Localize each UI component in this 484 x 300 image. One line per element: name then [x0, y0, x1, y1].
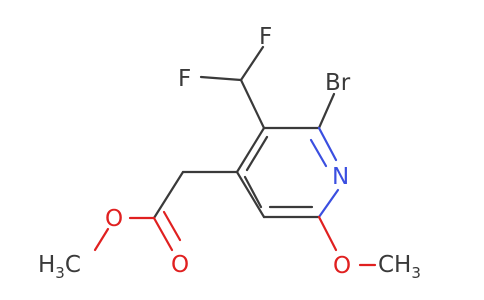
atom-ch3-right-sub: 3 — [411, 264, 421, 282]
bond-c5-c4-inner — [243, 175, 263, 209]
bond-chf2-ring — [239, 78, 266, 130]
bond-carbonyl-o-double — [162, 210, 182, 242]
atom-o-ester: O — [105, 206, 123, 232]
atom-ch3-left: H3C — [38, 252, 81, 282]
bond-c2-n-double — [309, 138, 328, 168]
atom-f-left: F — [178, 66, 191, 92]
atom-o-methoxy: O — [333, 253, 351, 279]
bond-group — [93, 45, 377, 267]
atom-ch3-left-h: H — [38, 252, 55, 278]
bond-c2-br — [317, 92, 336, 130]
atom-f-top: F — [259, 24, 272, 50]
atom-n: N — [332, 164, 349, 190]
atom-labels: F F Br N O O O H3C CH3 — [38, 24, 421, 282]
bond-n-c6 — [317, 188, 340, 219]
atom-o-carbonyl: O — [171, 252, 189, 278]
bond-o-ester-ch3 — [93, 227, 110, 252]
bond-c2-n — [317, 126, 338, 162]
atom-ch3-left-c: C — [65, 252, 81, 278]
bond-chf2-f-left — [199, 75, 243, 82]
bond-chf2-f-top — [239, 45, 265, 82]
bond-c3-c4-inner — [245, 135, 269, 172]
atom-ch3-right-main: CH — [378, 252, 411, 278]
atom-ch3-left-sub: 3 — [55, 264, 65, 282]
bond-c6-o-methoxy — [317, 215, 338, 252]
bond-c5-c4-double — [235, 170, 266, 219]
atom-ch3-right: CH3 — [378, 252, 421, 282]
bond-c4-c3 — [235, 126, 266, 174]
bond-carbonyl-o — [152, 216, 174, 252]
bond-ch2-carbonyl — [152, 170, 185, 220]
atom-br: Br — [325, 70, 351, 96]
